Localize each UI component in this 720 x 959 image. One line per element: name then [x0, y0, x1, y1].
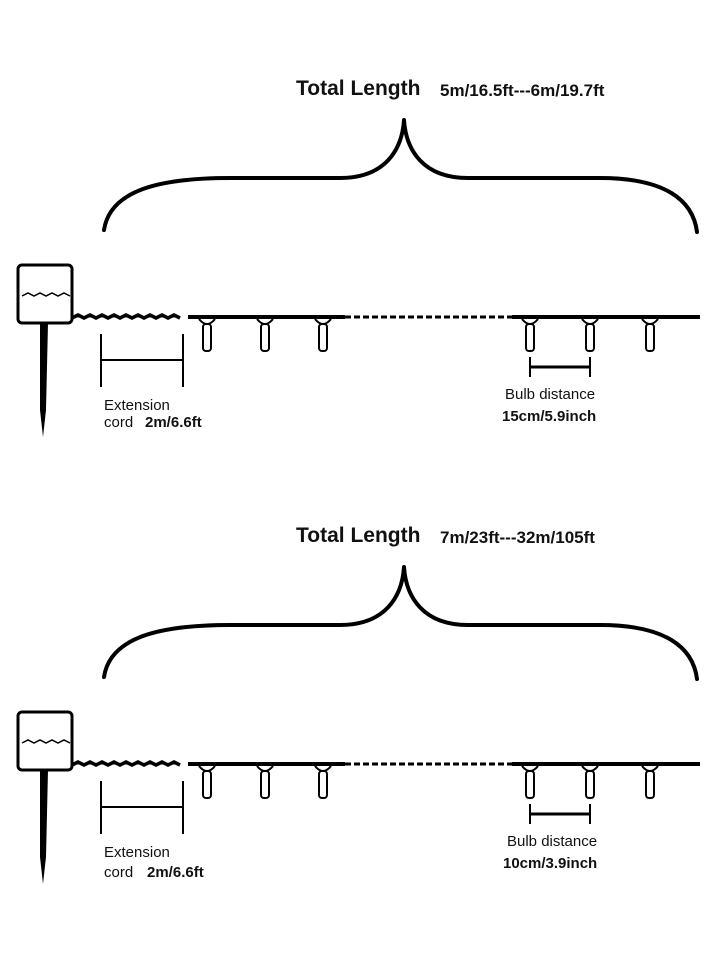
bulb-icon	[198, 318, 216, 352]
total-length-label: Total Length	[296, 77, 420, 100]
bulb-distance-dimension	[529, 804, 591, 824]
total-length-brace	[102, 565, 699, 681]
total-length-value: 5m/16.5ft---6m/19.7ft	[440, 81, 605, 100]
extension-dimension	[100, 334, 184, 387]
bulb-icon	[314, 765, 332, 799]
bulb-icon	[581, 318, 599, 352]
bulb-distance-value: 10cm/3.9inch	[503, 855, 597, 872]
extension-label: Extension	[104, 397, 170, 414]
extension-cord	[71, 313, 181, 320]
bulb-icon	[641, 318, 659, 352]
extension-dimension	[100, 781, 184, 834]
total-length-label: Total Length	[296, 524, 420, 547]
extension-cord-word: cord	[104, 864, 133, 881]
extension-cord-word: cord	[104, 414, 133, 431]
total-length-brace	[102, 118, 699, 234]
bulb-icon	[198, 765, 216, 799]
extension-value: 2m/6.6ft	[145, 414, 202, 431]
bulb-icon	[641, 765, 659, 799]
solar-panel	[16, 263, 74, 437]
extension-value: 2m/6.6ft	[147, 864, 204, 881]
extension-cord	[71, 760, 181, 767]
bulb-icon	[256, 318, 274, 352]
diagram-panel-2: Total Length 7m/23ft---32m/105ft Extensi…	[16, 524, 700, 884]
bulb-icon	[256, 765, 274, 799]
extension-label: Extension	[104, 844, 170, 861]
bulb-icon	[314, 318, 332, 352]
bulb-distance-value: 15cm/5.9inch	[502, 408, 596, 425]
bulb-distance-label: Bulb distance	[507, 833, 597, 850]
bulb-distance-label: Bulb distance	[505, 386, 595, 403]
diagram-panel-1: Total Length 5m/16.5ft---6m/19.7ft Exten…	[16, 77, 700, 437]
bulb-icon	[581, 765, 599, 799]
bulb-icon	[521, 318, 539, 352]
solar-panel	[16, 710, 74, 884]
bulb-icon	[521, 765, 539, 799]
bulb-distance-dimension	[529, 357, 591, 377]
total-length-value: 7m/23ft---32m/105ft	[440, 528, 595, 547]
